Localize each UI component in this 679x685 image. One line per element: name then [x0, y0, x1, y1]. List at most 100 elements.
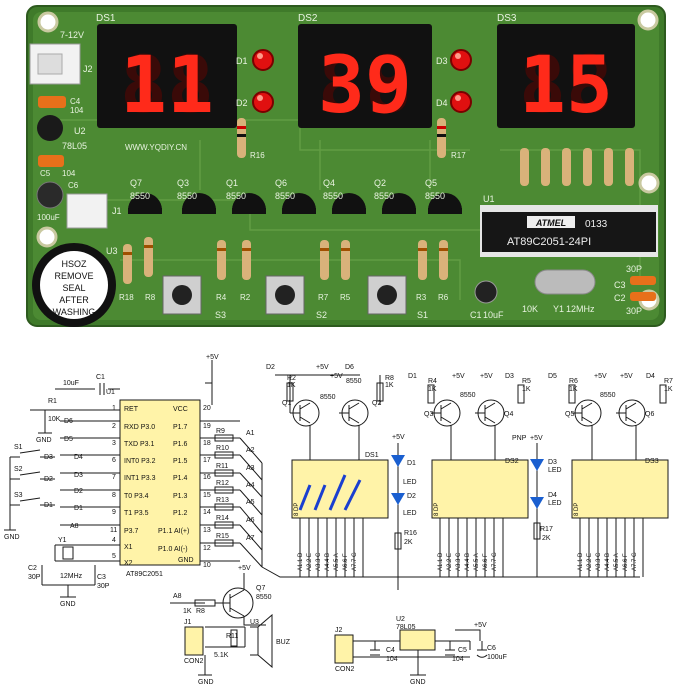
svg-text:A1.1 D: A1.1 D	[298, 552, 304, 571]
svg-text:R10: R10	[216, 445, 229, 452]
svg-text:Y1: Y1	[58, 537, 67, 544]
svg-text:C3: C3	[614, 280, 626, 290]
svg-text:12MHz: 12MHz	[566, 304, 595, 314]
svg-text:78L05: 78L05	[396, 624, 416, 631]
svg-text:+5V: +5V	[206, 354, 219, 361]
svg-text:R14: R14	[216, 515, 229, 522]
svg-text:5: 5	[112, 553, 116, 560]
svg-text:S3: S3	[14, 492, 23, 499]
svg-text:S1: S1	[417, 310, 428, 320]
svg-text:U3: U3	[250, 619, 259, 626]
svg-text:18: 18	[203, 440, 211, 447]
svg-text:P1.7: P1.7	[173, 424, 188, 431]
svg-text:P1.5: P1.5	[173, 458, 188, 465]
svg-text:C5: C5	[40, 169, 51, 178]
svg-text:8550: 8550	[323, 191, 343, 201]
svg-text:4: 4	[112, 537, 116, 544]
svg-text:D3: D3	[436, 56, 448, 66]
svg-text:C3: C3	[97, 574, 106, 581]
svg-text:R6: R6	[569, 378, 578, 385]
svg-text:X2: X2	[124, 560, 133, 567]
svg-text:8550: 8550	[374, 191, 394, 201]
svg-text:R5: R5	[340, 293, 351, 302]
svg-text:R4: R4	[428, 378, 437, 385]
svg-text:A7.7 G: A7.7 G	[352, 552, 358, 571]
svg-text:14: 14	[203, 509, 211, 516]
svg-text:12MHz: 12MHz	[60, 573, 83, 580]
svg-text:R17: R17	[451, 151, 466, 160]
svg-text:A5: A5	[246, 499, 255, 506]
svg-text:10uF: 10uF	[483, 310, 504, 320]
svg-text:D1: D1	[44, 502, 53, 509]
svg-text:A1: A1	[246, 430, 255, 437]
svg-text:A6.6 F: A6.6 F	[623, 553, 629, 571]
svg-text:A3.3 C: A3.3 C	[456, 552, 462, 571]
svg-text:X1: X1	[124, 544, 133, 551]
capacitor-c4: C4 104	[38, 96, 84, 115]
svg-text:Q4: Q4	[504, 411, 513, 418]
svg-text:P3.7: P3.7	[124, 528, 139, 535]
svg-text:LED: LED	[403, 510, 417, 517]
svg-text:GND: GND	[4, 534, 20, 541]
svg-text:1K: 1K	[664, 386, 673, 393]
svg-text:ATMEL: ATMEL	[535, 218, 566, 228]
svg-text:1K: 1K	[569, 386, 578, 393]
capacitor-c5: C5 104	[38, 155, 76, 178]
svg-text:R15: R15	[216, 533, 229, 540]
ds1-segment-highlights	[298, 474, 362, 511]
svg-text:10K: 10K	[48, 416, 61, 423]
svg-text:+5V: +5V	[238, 565, 251, 572]
svg-text:8550: 8550	[425, 191, 445, 201]
svg-text:8550: 8550	[460, 392, 476, 399]
ds1-label: DS1	[96, 13, 116, 24]
svg-text:17: 17	[203, 457, 211, 464]
schematic-wires	[4, 360, 669, 676]
svg-text:30P: 30P	[28, 574, 41, 581]
led-d1: D1	[236, 49, 274, 71]
svg-text:T0 P3.4: T0 P3.4	[124, 493, 149, 500]
svg-text:LED: LED	[548, 467, 562, 474]
svg-text:R8: R8	[145, 293, 156, 302]
svg-text:R2: R2	[240, 293, 251, 302]
svg-text:C2: C2	[614, 293, 626, 303]
svg-text:A5.5 A: A5.5 A	[474, 553, 480, 571]
power-connector-j2: 7-12V J2	[29, 30, 93, 85]
svg-text:C1: C1	[96, 374, 105, 381]
svg-text:Q6: Q6	[275, 178, 287, 188]
svg-text:C5: C5	[458, 647, 467, 654]
svg-text:10: 10	[203, 562, 211, 569]
svg-text:A3.3 C: A3.3 C	[596, 552, 602, 571]
svg-text:U3: U3	[106, 246, 118, 256]
svg-text:15: 15	[203, 492, 211, 499]
svg-text:13: 13	[203, 527, 211, 534]
svg-text:RXD P3.0: RXD P3.0	[124, 424, 155, 431]
svg-text:C4: C4	[70, 97, 81, 106]
svg-text:D6: D6	[345, 364, 354, 371]
svg-text:2K: 2K	[542, 535, 551, 542]
svg-text:PNP: PNP	[512, 435, 527, 442]
svg-text:S2: S2	[14, 466, 23, 473]
svg-text:D1: D1	[74, 505, 83, 512]
svg-text:A7.7 G: A7.7 G	[632, 552, 638, 571]
svg-text:Q4: Q4	[323, 178, 335, 188]
svg-text:3: 3	[112, 440, 116, 447]
svg-text:1K: 1K	[287, 382, 296, 389]
display-ds3: 88 15 DS3	[497, 13, 635, 131]
svg-text:Q7: Q7	[256, 585, 265, 592]
svg-text:R17: R17	[540, 526, 553, 533]
svg-text:A4.4 B: A4.4 B	[605, 553, 611, 571]
svg-text:U1: U1	[106, 389, 115, 396]
pushbutton-s2: S2	[265, 275, 327, 320]
svg-text:A2.2 E: A2.2 E	[447, 553, 453, 571]
svg-text:D2: D2	[44, 476, 53, 483]
svg-text:A3: A3	[246, 465, 255, 472]
svg-text:R11: R11	[226, 633, 238, 640]
svg-text:A8: A8	[70, 523, 79, 530]
svg-text:R16: R16	[250, 151, 265, 160]
svg-text:C1: C1	[470, 310, 482, 320]
svg-text:CON2: CON2	[184, 658, 204, 665]
svg-text:R4: R4	[216, 293, 227, 302]
svg-text:10uF: 10uF	[63, 380, 79, 387]
svg-text:+5V: +5V	[530, 435, 543, 442]
